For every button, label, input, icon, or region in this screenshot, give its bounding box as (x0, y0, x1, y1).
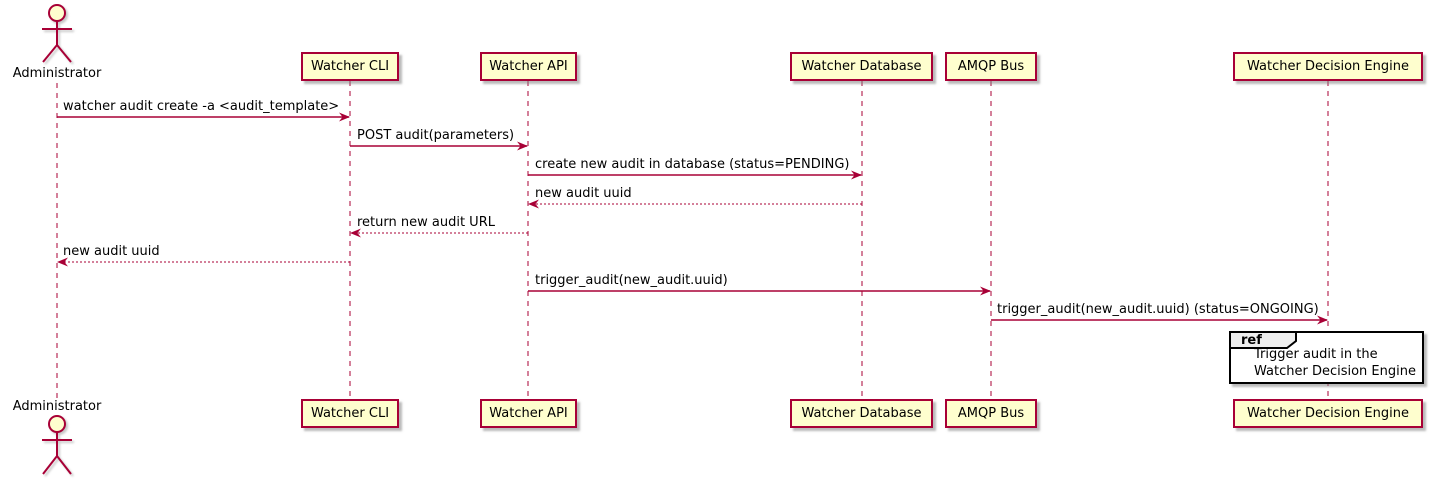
message-label-6: new audit uuid (63, 244, 160, 259)
participant-watcher-decision-engine-top: Watcher Decision Engine (1233, 52, 1423, 81)
participant-label: Watcher API (489, 406, 568, 421)
message-label-2: POST audit(parameters) (357, 128, 515, 143)
ref-tag-shape (1229, 331, 1297, 349)
participant-watcher-decision-engine-bottom: Watcher Decision Engine (1233, 399, 1423, 428)
message-arrow-2 (350, 141, 528, 151)
message-label-7: trigger_audit(new_audit.uuid) (535, 273, 728, 288)
message-label-4: new audit uuid (535, 186, 632, 201)
participant-label: Watcher Database (801, 59, 922, 74)
participant-label: Watcher CLI (310, 406, 390, 421)
participant-label: Watcher API (489, 59, 568, 74)
participant-watcher-cli-bottom: Watcher CLI (301, 399, 399, 428)
ref-keyword: ref (1241, 333, 1262, 348)
ref-text-line-1: Trigger audit in the (1254, 347, 1378, 362)
message-arrow-7 (528, 286, 991, 296)
participant-label: Watcher Database (801, 406, 922, 421)
message-label-5: return new audit URL (357, 215, 495, 230)
message-arrow-6 (57, 257, 350, 267)
participant-label: AMQP Bus (957, 59, 1025, 74)
message-arrow-5 (350, 228, 528, 238)
message-arrow-8 (991, 315, 1328, 325)
message-arrow-1 (57, 112, 350, 122)
ref-fragment: ref Trigger audit in the Watcher Decisio… (1229, 331, 1424, 384)
message-label-8: trigger_audit(new_audit.uuid) (status=ON… (997, 302, 1319, 317)
participant-watcher-database-top: Watcher Database (790, 52, 933, 81)
actor-label-administrator-top: Administrator (12, 66, 102, 81)
message-arrow-3 (528, 170, 862, 180)
participant-watcher-api-top: Watcher API (480, 52, 577, 81)
actor-label-administrator-bottom: Administrator (12, 399, 102, 414)
participant-amqp-bus-bottom: AMQP Bus (945, 399, 1037, 428)
administrator-actor-icon-bottom (42, 415, 72, 475)
participant-label: Watcher CLI (310, 59, 390, 74)
participant-watcher-cli-top: Watcher CLI (301, 52, 399, 81)
ref-text-line-2: Watcher Decision Engine (1254, 364, 1416, 379)
message-arrow-4 (528, 199, 862, 209)
message-label-3: create new audit in database (status=PEN… (535, 157, 850, 172)
participant-label: AMQP Bus (957, 406, 1025, 421)
participant-amqp-bus-top: AMQP Bus (945, 52, 1037, 81)
participant-label: Watcher Decision Engine (1247, 406, 1409, 421)
participant-watcher-api-bottom: Watcher API (480, 399, 577, 428)
administrator-actor-icon-top (42, 4, 72, 63)
participant-watcher-database-bottom: Watcher Database (790, 399, 933, 428)
participant-label: Watcher Decision Engine (1247, 59, 1409, 74)
message-label-1: watcher audit create -a <audit_template> (63, 99, 340, 114)
